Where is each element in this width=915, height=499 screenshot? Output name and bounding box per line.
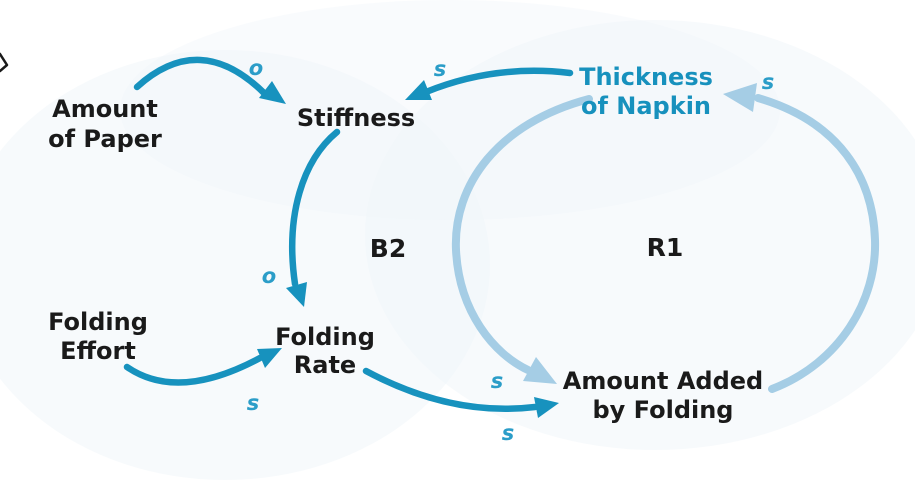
node-folding-rate-line2: Rate bbox=[294, 351, 356, 379]
link-paper-to-stiffness-arrowhead bbox=[259, 81, 286, 104]
link-thickness-to-amount-added-arrowhead bbox=[523, 357, 557, 384]
node-amount-of-paper: Amount of Paper bbox=[48, 95, 162, 153]
link-paper-to-stiffness bbox=[133, 56, 286, 104]
link-thickness-to-stiffness-shaft bbox=[422, 67, 574, 96]
polarity-thickness-added: s bbox=[491, 369, 504, 393]
polarity-paper-stiffness: o bbox=[249, 56, 263, 80]
polarity-added-thickness: s bbox=[762, 70, 775, 94]
link-rate-to-amount-added-shaft bbox=[362, 367, 539, 412]
polarity-stiffness-rate: o bbox=[262, 264, 276, 288]
edge-artifact-mark bbox=[0, 52, 9, 73]
link-effort-to-rate-arrowhead bbox=[257, 348, 282, 368]
node-thickness-of-napkin: Thickness of Napkin bbox=[579, 63, 713, 120]
node-folding-rate: Folding Rate bbox=[275, 323, 375, 379]
node-amount-of-paper-line2: of Paper bbox=[48, 125, 162, 153]
link-thickness-to-amount-added-shaft bbox=[451, 95, 593, 374]
polarity-thickness-stiffness: s bbox=[434, 57, 447, 81]
node-folding-effort: Folding Effort bbox=[48, 308, 148, 365]
polarity-rate-added: s bbox=[502, 421, 515, 445]
node-stiffness: Stiffness bbox=[297, 104, 415, 132]
background-tint bbox=[0, 0, 915, 480]
loop-label-r1: R1 bbox=[647, 233, 684, 262]
node-folding-effort-line2: Effort bbox=[60, 337, 136, 365]
node-amount-added-line2: by Folding bbox=[593, 396, 734, 424]
link-amount-added-to-thickness bbox=[723, 83, 880, 393]
link-thickness-to-amount-added bbox=[451, 95, 593, 384]
link-effort-to-rate-shaft bbox=[123, 354, 264, 386]
link-thickness-to-stiffness-arrowhead bbox=[405, 80, 432, 100]
node-thickness-line2: of Napkin bbox=[581, 92, 711, 120]
node-amount-added-by-folding: Amount Added by Folding bbox=[563, 367, 763, 424]
link-stiffness-to-rate-arrowhead bbox=[286, 282, 307, 307]
link-stiffness-to-rate bbox=[286, 128, 341, 307]
node-stiffness-line1: Stiffness bbox=[297, 104, 415, 132]
link-amount-added-to-thickness-shaft bbox=[754, 94, 880, 393]
link-rate-to-amount-added-arrowhead bbox=[534, 397, 559, 418]
node-amount-of-paper-line1: Amount bbox=[52, 95, 158, 123]
link-paper-to-stiffness-shaft bbox=[133, 56, 268, 97]
link-rate-to-amount-added bbox=[362, 367, 559, 418]
polarity-effort-rate: s bbox=[247, 391, 260, 415]
link-thickness-to-stiffness bbox=[405, 67, 574, 100]
link-amount-added-to-thickness-arrowhead bbox=[723, 83, 757, 112]
link-stiffness-to-rate-shaft bbox=[289, 128, 341, 288]
loop-label-b2: B2 bbox=[370, 234, 406, 263]
node-thickness-line1: Thickness bbox=[579, 63, 713, 91]
node-folding-rate-line1: Folding bbox=[275, 323, 375, 351]
link-effort-to-rate bbox=[123, 348, 282, 386]
node-folding-effort-line1: Folding bbox=[48, 308, 148, 336]
node-amount-added-line1: Amount Added bbox=[563, 367, 763, 395]
